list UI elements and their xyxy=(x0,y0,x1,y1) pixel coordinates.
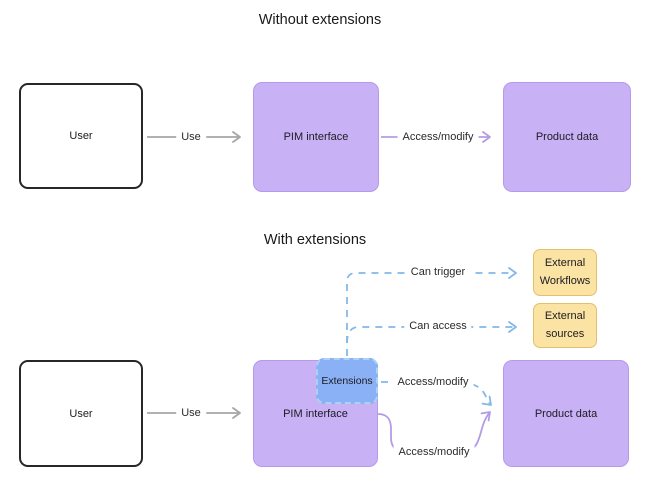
node-user-top-label: User xyxy=(69,130,93,142)
node-user-bottom: User xyxy=(19,360,143,467)
node-external-workflows-label: External Workflows xyxy=(539,257,591,287)
node-user-bottom-label: User xyxy=(69,407,93,420)
node-product-data-bottom: Product data xyxy=(503,360,629,467)
node-extensions: Extensions xyxy=(316,358,378,404)
edge-label-can-trigger: Can trigger xyxy=(405,265,471,279)
node-pim-interface-top: PIM interface xyxy=(253,82,379,192)
edge-label-access-modify-pim: Access/modify xyxy=(393,445,475,459)
node-product-data-top-label: Product data xyxy=(535,131,599,143)
edge-label-access-modify-extensions: Access/modify xyxy=(392,375,474,389)
node-extensions-label: Extensions xyxy=(321,375,373,387)
edge-label-access-modify-top: Access/modify xyxy=(397,130,479,144)
edge-label-can-access: Can access xyxy=(404,319,472,333)
section-title-without-extensions: Without extensions xyxy=(258,12,382,28)
section-title-with-extensions: With extensions xyxy=(263,232,367,248)
node-user-top: User xyxy=(19,83,143,189)
node-pim-interface-bottom-label: PIM interface xyxy=(283,407,348,420)
node-product-data-bottom-label: Product data xyxy=(534,407,598,420)
node-pim-interface-top-label: PIM interface xyxy=(283,131,349,143)
node-product-data-top: Product data xyxy=(503,82,631,192)
node-external-sources-label: External sources xyxy=(544,310,586,340)
can-trigger-arrow xyxy=(346,267,517,356)
edge-label-use-bottom: Use xyxy=(176,406,206,420)
node-external-workflows: External Workflows xyxy=(533,249,597,296)
node-external-sources: External sources xyxy=(533,303,597,348)
edge-label-use-top: Use xyxy=(176,130,206,144)
